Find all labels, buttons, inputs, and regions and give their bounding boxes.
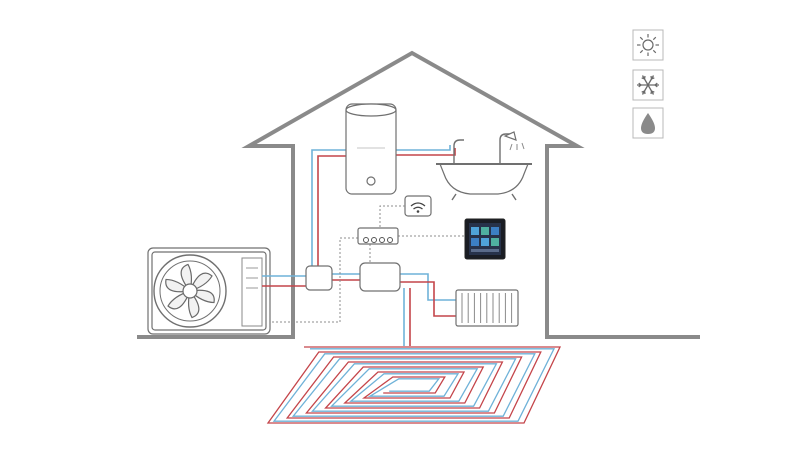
snowflake-icon xyxy=(637,75,659,95)
controller-board xyxy=(357,227,399,245)
pipe-cold-radiator xyxy=(398,273,458,301)
underfloor-heating-coil xyxy=(266,346,562,424)
bathtub-shower xyxy=(436,131,532,201)
pipe-hot-bath xyxy=(396,148,456,156)
wire-wifi xyxy=(379,205,405,230)
hot-water-tank xyxy=(345,103,397,195)
legend-heating[interactable] xyxy=(632,29,664,61)
heat-pump-outdoor-unit xyxy=(147,247,271,335)
shower-head-icon xyxy=(499,133,510,164)
wifi-module xyxy=(404,195,432,217)
legend-cooling[interactable] xyxy=(632,69,664,101)
house-outline xyxy=(137,50,700,339)
pipe-cold-tank xyxy=(311,149,346,268)
floor-coil-loop xyxy=(272,348,556,422)
floor-coil-loop xyxy=(266,346,562,424)
hydraulic-module xyxy=(359,262,401,292)
sun-icon xyxy=(637,34,659,56)
junction-box xyxy=(305,265,333,291)
pipe-hot-tank xyxy=(317,155,346,268)
pipe-hot-radiator xyxy=(398,281,458,317)
legend xyxy=(632,29,664,139)
legend-hot-water[interactable] xyxy=(632,107,664,139)
wifi-icon xyxy=(410,202,426,210)
water-drop-icon xyxy=(641,113,655,134)
pipe-cold-bath xyxy=(396,145,451,151)
fan-grille-icon xyxy=(153,254,227,328)
wire-unit xyxy=(270,237,358,323)
control-panel xyxy=(464,218,506,260)
radiator xyxy=(455,289,519,327)
